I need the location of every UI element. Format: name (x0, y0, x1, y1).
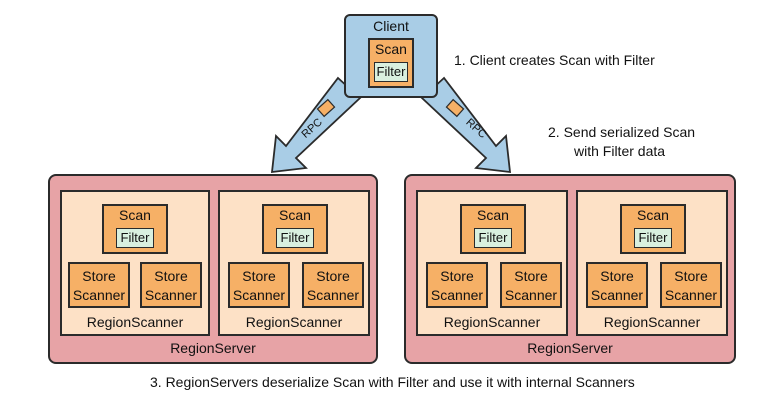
store-scanner: Store Scanner (500, 262, 562, 308)
store-scanner: Store Scanner (586, 262, 648, 308)
rpc-packet-icon-right (445, 98, 465, 118)
store-scanner-line1: Store (154, 268, 188, 284)
store-scanner-line2: Scanner (232, 287, 286, 303)
filter-box: Filter (276, 228, 314, 248)
store-scanner-line1: Store (674, 268, 708, 284)
store-scanner: Store Scanner (302, 262, 364, 308)
scan-box: Scan Filter (620, 204, 686, 254)
client-scan-box: Scan Filter (368, 38, 414, 88)
store-scanner: Store Scanner (68, 262, 130, 308)
region-scanner-1: Scan Filter Store Scanner Store Scanner … (60, 190, 210, 336)
step-2-note-line2: with Filter data (574, 143, 666, 159)
region-server-left: RegionServer Scan Filter Store Scanner S… (48, 174, 378, 364)
step-1-note: 1. Client creates Scan with Filter (454, 52, 655, 68)
store-scanner: Store Scanner (140, 262, 202, 308)
store-scanner-line1: Store (600, 268, 634, 284)
scan-label: Scan (477, 207, 509, 223)
scan-box: Scan Filter (460, 204, 526, 254)
store-scanner-line1: Store (316, 268, 350, 284)
store-scanner: Store Scanner (660, 262, 722, 308)
client-box: Client Scan Filter (344, 14, 438, 98)
scan-box: Scan Filter (102, 204, 168, 254)
scan-label: Scan (279, 207, 311, 223)
store-scanner-line2: Scanner (306, 287, 360, 303)
client-title: Client (373, 18, 409, 34)
region-server-label: RegionServer (527, 340, 613, 356)
store-scanner-line2: Scanner (144, 287, 198, 303)
scan-label: Scan (637, 207, 669, 223)
store-scanner: Store Scanner (228, 262, 290, 308)
filter-box: Filter (474, 228, 512, 248)
scan-label: Scan (375, 41, 407, 57)
store-scanner-line1: Store (440, 268, 474, 284)
filter-box: Filter (116, 228, 154, 248)
region-scanner-label: RegionScanner (603, 314, 701, 330)
store-scanner-line2: Scanner (430, 287, 484, 303)
store-scanner-line1: Store (514, 268, 548, 284)
region-scanner-4: Scan Filter Store Scanner Store Scanner … (576, 190, 728, 336)
store-scanner-line2: Scanner (664, 287, 718, 303)
region-server-right: RegionServer Scan Filter Store Scanner S… (404, 174, 736, 364)
filter-box: Filter (374, 62, 408, 82)
region-scanner-label: RegionScanner (443, 314, 541, 330)
region-scanner-label: RegionScanner (86, 314, 184, 330)
store-scanner-line1: Store (242, 268, 276, 284)
store-scanner-line2: Scanner (590, 287, 644, 303)
store-scanner-line1: Store (82, 268, 116, 284)
scan-box: Scan Filter (262, 204, 328, 254)
store-scanner-line2: Scanner (504, 287, 558, 303)
step-2-note-line1: 2. Send serialized Scan (548, 124, 696, 140)
region-server-label: RegionServer (170, 340, 256, 356)
filter-box: Filter (634, 228, 672, 248)
region-scanner-label: RegionScanner (245, 314, 343, 330)
rpc-packet-icon-left (316, 98, 336, 118)
store-scanner: Store Scanner (426, 262, 488, 308)
store-scanner-line2: Scanner (72, 287, 126, 303)
region-scanner-2: Scan Filter Store Scanner Store Scanner … (218, 190, 370, 336)
region-scanner-3: Scan Filter Store Scanner Store Scanner … (416, 190, 568, 336)
step-3-note: 3. RegionServers deserialize Scan with F… (150, 374, 635, 390)
scan-label: Scan (119, 207, 151, 223)
